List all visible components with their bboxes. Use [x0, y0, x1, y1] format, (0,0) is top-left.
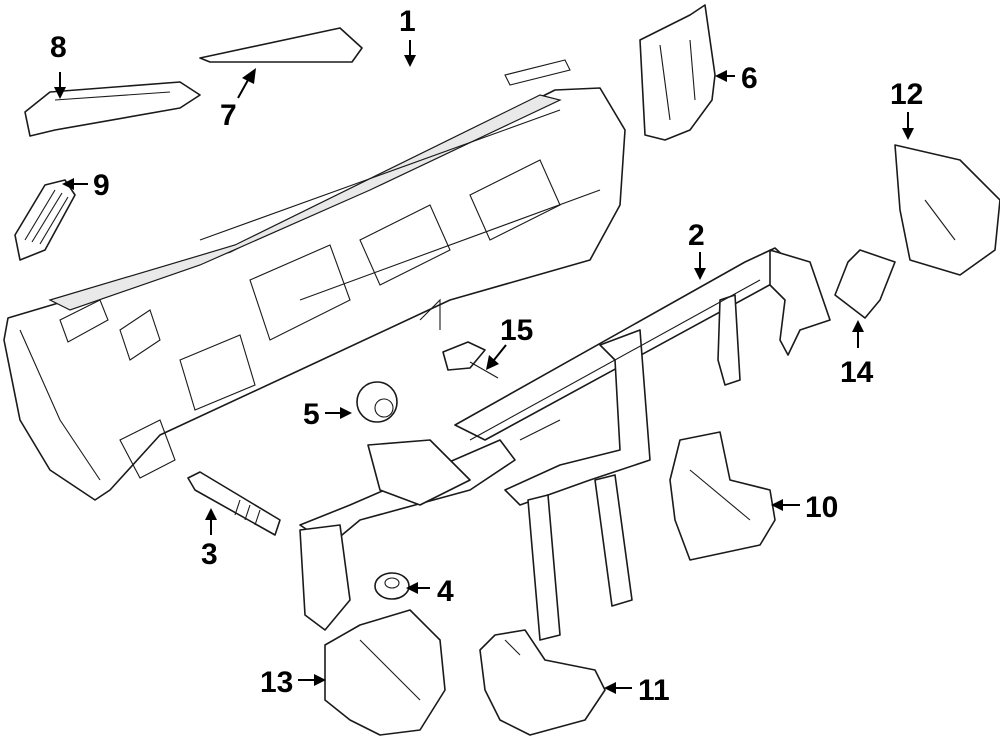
support-bracket[interactable]: [834, 249, 896, 319]
callout-4: 4: [437, 575, 454, 608]
callout-13: 13: [260, 666, 293, 699]
callout-15: 15: [500, 314, 533, 347]
callout-5: 5: [303, 398, 320, 431]
bushing-part[interactable]: [374, 572, 410, 600]
lower-box[interactable]: [324, 609, 446, 736]
cross-car-beam[interactable]: [299, 247, 831, 641]
callout-10: 10: [805, 491, 838, 524]
callout-1: 1: [399, 5, 416, 38]
vent-grille[interactable]: [14, 179, 76, 261]
side-bracket[interactable]: [894, 144, 1000, 276]
callout-12: 12: [890, 78, 923, 111]
callout-2: 2: [688, 219, 705, 252]
callout-3: 3: [201, 538, 218, 571]
mount-part[interactable]: [356, 381, 398, 423]
connector-part[interactable]: [442, 341, 499, 379]
callout-6: 6: [741, 62, 758, 95]
callout-14: 14: [840, 356, 874, 389]
callout-labels: 1 2 3 4 5 6 7 8 9 10 11 12 13 14 15: [50, 5, 923, 707]
side-cover[interactable]: [639, 4, 716, 141]
leader-lines: [54, 40, 914, 694]
bracket-part[interactable]: [669, 431, 776, 561]
steering-shaft[interactable]: [187, 471, 281, 536]
callout-7: 7: [220, 99, 237, 132]
cover-panel[interactable]: [24, 81, 201, 137]
upper-trim[interactable]: [199, 27, 363, 63]
callout-8: 8: [50, 31, 67, 64]
callout-9: 9: [93, 169, 110, 202]
callout-11: 11: [638, 674, 670, 707]
lower-duct[interactable]: [479, 629, 606, 736]
instrument-panel[interactable]: [3, 59, 626, 501]
